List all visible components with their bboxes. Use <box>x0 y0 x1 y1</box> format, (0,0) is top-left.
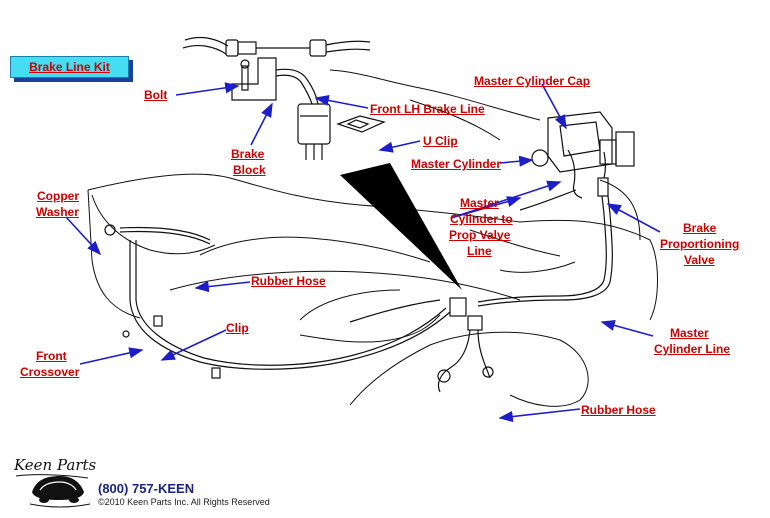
u-clip-part <box>336 115 386 133</box>
callout-arrows <box>65 82 661 423</box>
label-rubber-hose-lower[interactable]: Rubber Hose <box>581 403 656 417</box>
label-brake-prop-valve-line1[interactable]: Brake <box>683 221 717 235</box>
label-rubber-hose-upper[interactable]: Rubber Hose <box>251 274 326 288</box>
label-copper-washer-line2[interactable]: Washer <box>36 205 79 219</box>
label-master-cylinder-cap[interactable]: Master Cylinder Cap <box>474 74 591 88</box>
logo-text: Keen Parts <box>13 456 96 474</box>
label-mc-to-prop-line2[interactable]: Cylinder to <box>450 212 513 226</box>
brake-lines <box>104 224 451 379</box>
keen-parts-logo: Keen Parts <box>13 456 96 508</box>
label-front-crossover-line1[interactable]: Front <box>36 349 67 363</box>
brake-line-kit-button[interactable]: Brake Line Kit <box>10 56 129 78</box>
label-brake-prop-valve-line2[interactable]: Proportioning <box>660 237 740 251</box>
label-copper-washer-line1[interactable]: Copper <box>37 189 79 203</box>
label-master-cylinder[interactable]: Master Cylinder <box>411 157 502 171</box>
label-front-crossover-line2[interactable]: Crossover <box>20 365 80 379</box>
label-clip[interactable]: Clip <box>226 321 249 335</box>
master-cylinder-part <box>477 111 635 307</box>
rear-rubber-hose-part <box>349 297 494 393</box>
pointer-wedge <box>340 163 462 290</box>
label-mc-to-prop-line1[interactable]: Master <box>460 196 499 210</box>
label-master-cylinder-line-line2[interactable]: Cylinder Line <box>654 342 731 356</box>
phone-number: (800) 757-KEEN <box>98 481 195 496</box>
label-brake-block-line1[interactable]: Brake <box>231 147 265 161</box>
label-mc-to-prop-line4[interactable]: Line <box>467 244 492 258</box>
label-bolt[interactable]: Bolt <box>144 88 168 102</box>
label-mc-to-prop-line3[interactable]: Prop Valve <box>449 228 511 242</box>
label-u-clip[interactable]: U Clip <box>423 134 458 148</box>
copyright-notice: ©2010 Keen Parts Inc. All Rights Reserve… <box>98 497 270 507</box>
label-brake-prop-valve-line3[interactable]: Valve <box>684 253 715 267</box>
label-master-cylinder-line-line1[interactable]: Master <box>670 326 709 340</box>
brake-block-assembly <box>182 36 371 160</box>
body-contours <box>87 69 658 407</box>
label-brake-block-line2[interactable]: Block <box>233 163 266 177</box>
label-front-lh-brake-line[interactable]: Front LH Brake Line <box>370 102 485 116</box>
